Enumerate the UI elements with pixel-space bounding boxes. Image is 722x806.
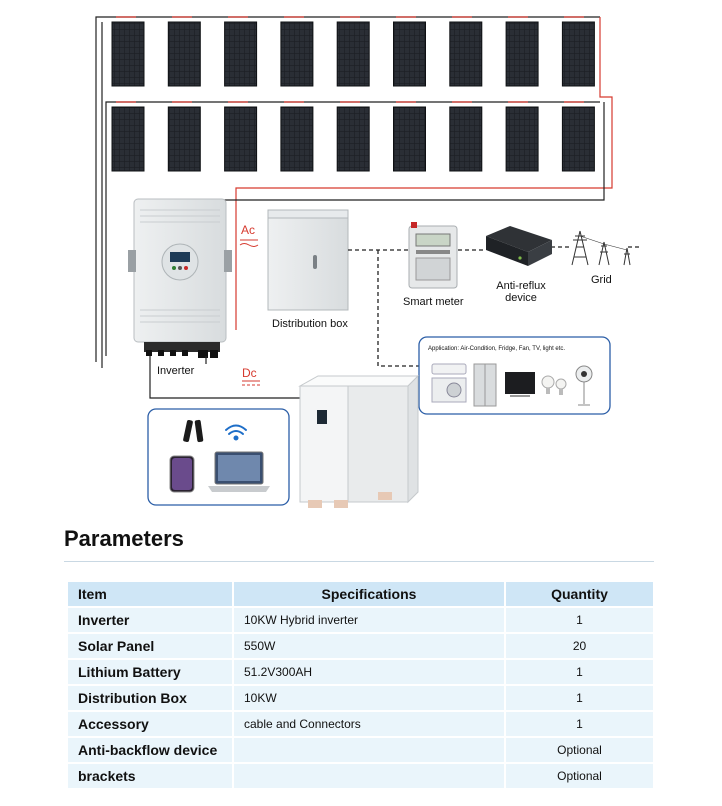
smart-meter-label: Smart meter xyxy=(403,296,464,308)
cell-spec: 10KW xyxy=(234,686,504,710)
title-divider xyxy=(64,561,654,562)
table-row: Lithium Battery 51.2V300AH 1 xyxy=(68,660,653,684)
solar-panel-icon xyxy=(393,106,426,172)
solar-panel-icon xyxy=(280,21,314,87)
light-bulb-icon xyxy=(541,375,567,395)
phone-icon xyxy=(169,455,195,493)
table-row: Accessory cable and Connectors 1 xyxy=(68,712,653,736)
distribution-box-label: Distribution box xyxy=(272,318,348,330)
cell-qty: 1 xyxy=(506,712,653,736)
cell-item: Anti-backflow device xyxy=(68,738,232,762)
solar-panel-icon xyxy=(167,21,201,87)
solar-panel-icon xyxy=(449,106,483,172)
anti-reflux-device-icon xyxy=(486,226,552,266)
laptop-icon xyxy=(208,451,270,492)
cell-qty: 1 xyxy=(506,686,653,710)
solar-panel-icon xyxy=(336,21,370,87)
solar-panel-icon xyxy=(505,106,539,172)
solar-panel-icon xyxy=(224,106,258,172)
cell-spec xyxy=(234,764,504,788)
cell-spec xyxy=(234,738,504,762)
header-quantity: Quantity xyxy=(506,582,653,606)
cell-item: Solar Panel xyxy=(68,634,232,658)
dc-wiring-row1 xyxy=(95,16,613,368)
cell-spec: 10KW Hybrid inverter xyxy=(234,608,504,632)
wifi-icon xyxy=(225,424,247,441)
parameters-table: Item Specifications Quantity Inverter 10… xyxy=(66,580,655,790)
anti-reflux-label: Anti-reflux device xyxy=(496,280,546,304)
ac-label: Ac xyxy=(241,223,256,237)
distribution-box-icon xyxy=(267,209,349,311)
lithium-battery-icon xyxy=(298,374,420,508)
application-label: Application: Air-Condition, Fridge, Fan,… xyxy=(428,346,566,352)
ac-dashed-links xyxy=(348,246,640,367)
dc-label: Dc xyxy=(242,366,257,380)
cell-item: Distribution Box xyxy=(68,686,232,710)
cell-spec: cable and Connectors xyxy=(234,712,504,736)
hybrid-inverter-icon xyxy=(128,198,232,358)
monitoring-panel xyxy=(147,408,290,506)
ac-symbol xyxy=(239,239,259,247)
solar-panel-icon xyxy=(280,106,314,172)
table-row: Anti-backflow device Optional xyxy=(68,738,653,762)
grid-tower-icon xyxy=(571,230,631,266)
header-specifications: Specifications xyxy=(234,582,504,606)
cell-item: Accessory xyxy=(68,712,232,736)
cell-spec: 51.2V300AH xyxy=(234,660,504,684)
cell-spec: 550W xyxy=(234,634,504,658)
table-row: Inverter 10KW Hybrid inverter 1 xyxy=(68,608,653,632)
cell-item: brackets xyxy=(68,764,232,788)
cell-qty: 20 xyxy=(506,634,653,658)
table-header-row: Item Specifications Quantity xyxy=(68,582,653,606)
solar-system-diagram: Inverter Distribution box Smart meter An… xyxy=(95,16,640,508)
air-conditioner-icon xyxy=(431,363,467,403)
cell-qty: Optional xyxy=(506,738,653,762)
tv-icon xyxy=(505,372,535,397)
cell-qty: Optional xyxy=(506,764,653,788)
cell-qty: 1 xyxy=(506,608,653,632)
solar-panel-icon xyxy=(111,106,145,172)
header-item: Item xyxy=(68,582,232,606)
solar-panel-icon xyxy=(111,21,145,87)
solar-panel-icon xyxy=(336,106,370,172)
fridge-icon xyxy=(473,363,497,407)
solar-panel-icon xyxy=(561,21,595,87)
smart-meter-icon xyxy=(408,222,458,289)
cell-item: Inverter xyxy=(68,608,232,632)
grid-label: Grid xyxy=(591,274,612,286)
diagram-canvas xyxy=(95,16,640,508)
table-row: Solar Panel 550W 20 xyxy=(68,634,653,658)
solar-panel-icon xyxy=(505,21,539,87)
solar-panel-array xyxy=(111,21,595,172)
connector-icon xyxy=(183,419,204,443)
table-row: Distribution Box 10KW 1 xyxy=(68,686,653,710)
solar-panel-icon xyxy=(449,21,483,87)
battery-wiring xyxy=(149,356,300,399)
application-panel xyxy=(418,336,611,415)
fan-icon xyxy=(575,365,593,406)
solar-panel-icon xyxy=(393,21,426,87)
dc-symbol xyxy=(242,380,260,386)
cell-item: Lithium Battery xyxy=(68,660,232,684)
solar-panel-icon xyxy=(224,21,258,87)
solar-panel-icon xyxy=(561,106,595,172)
parameters-title: Parameters xyxy=(64,526,184,551)
table-row: brackets Optional xyxy=(68,764,653,788)
solar-panel-icon xyxy=(167,106,201,172)
cell-qty: 1 xyxy=(506,660,653,684)
inverter-label: Inverter xyxy=(157,365,195,377)
